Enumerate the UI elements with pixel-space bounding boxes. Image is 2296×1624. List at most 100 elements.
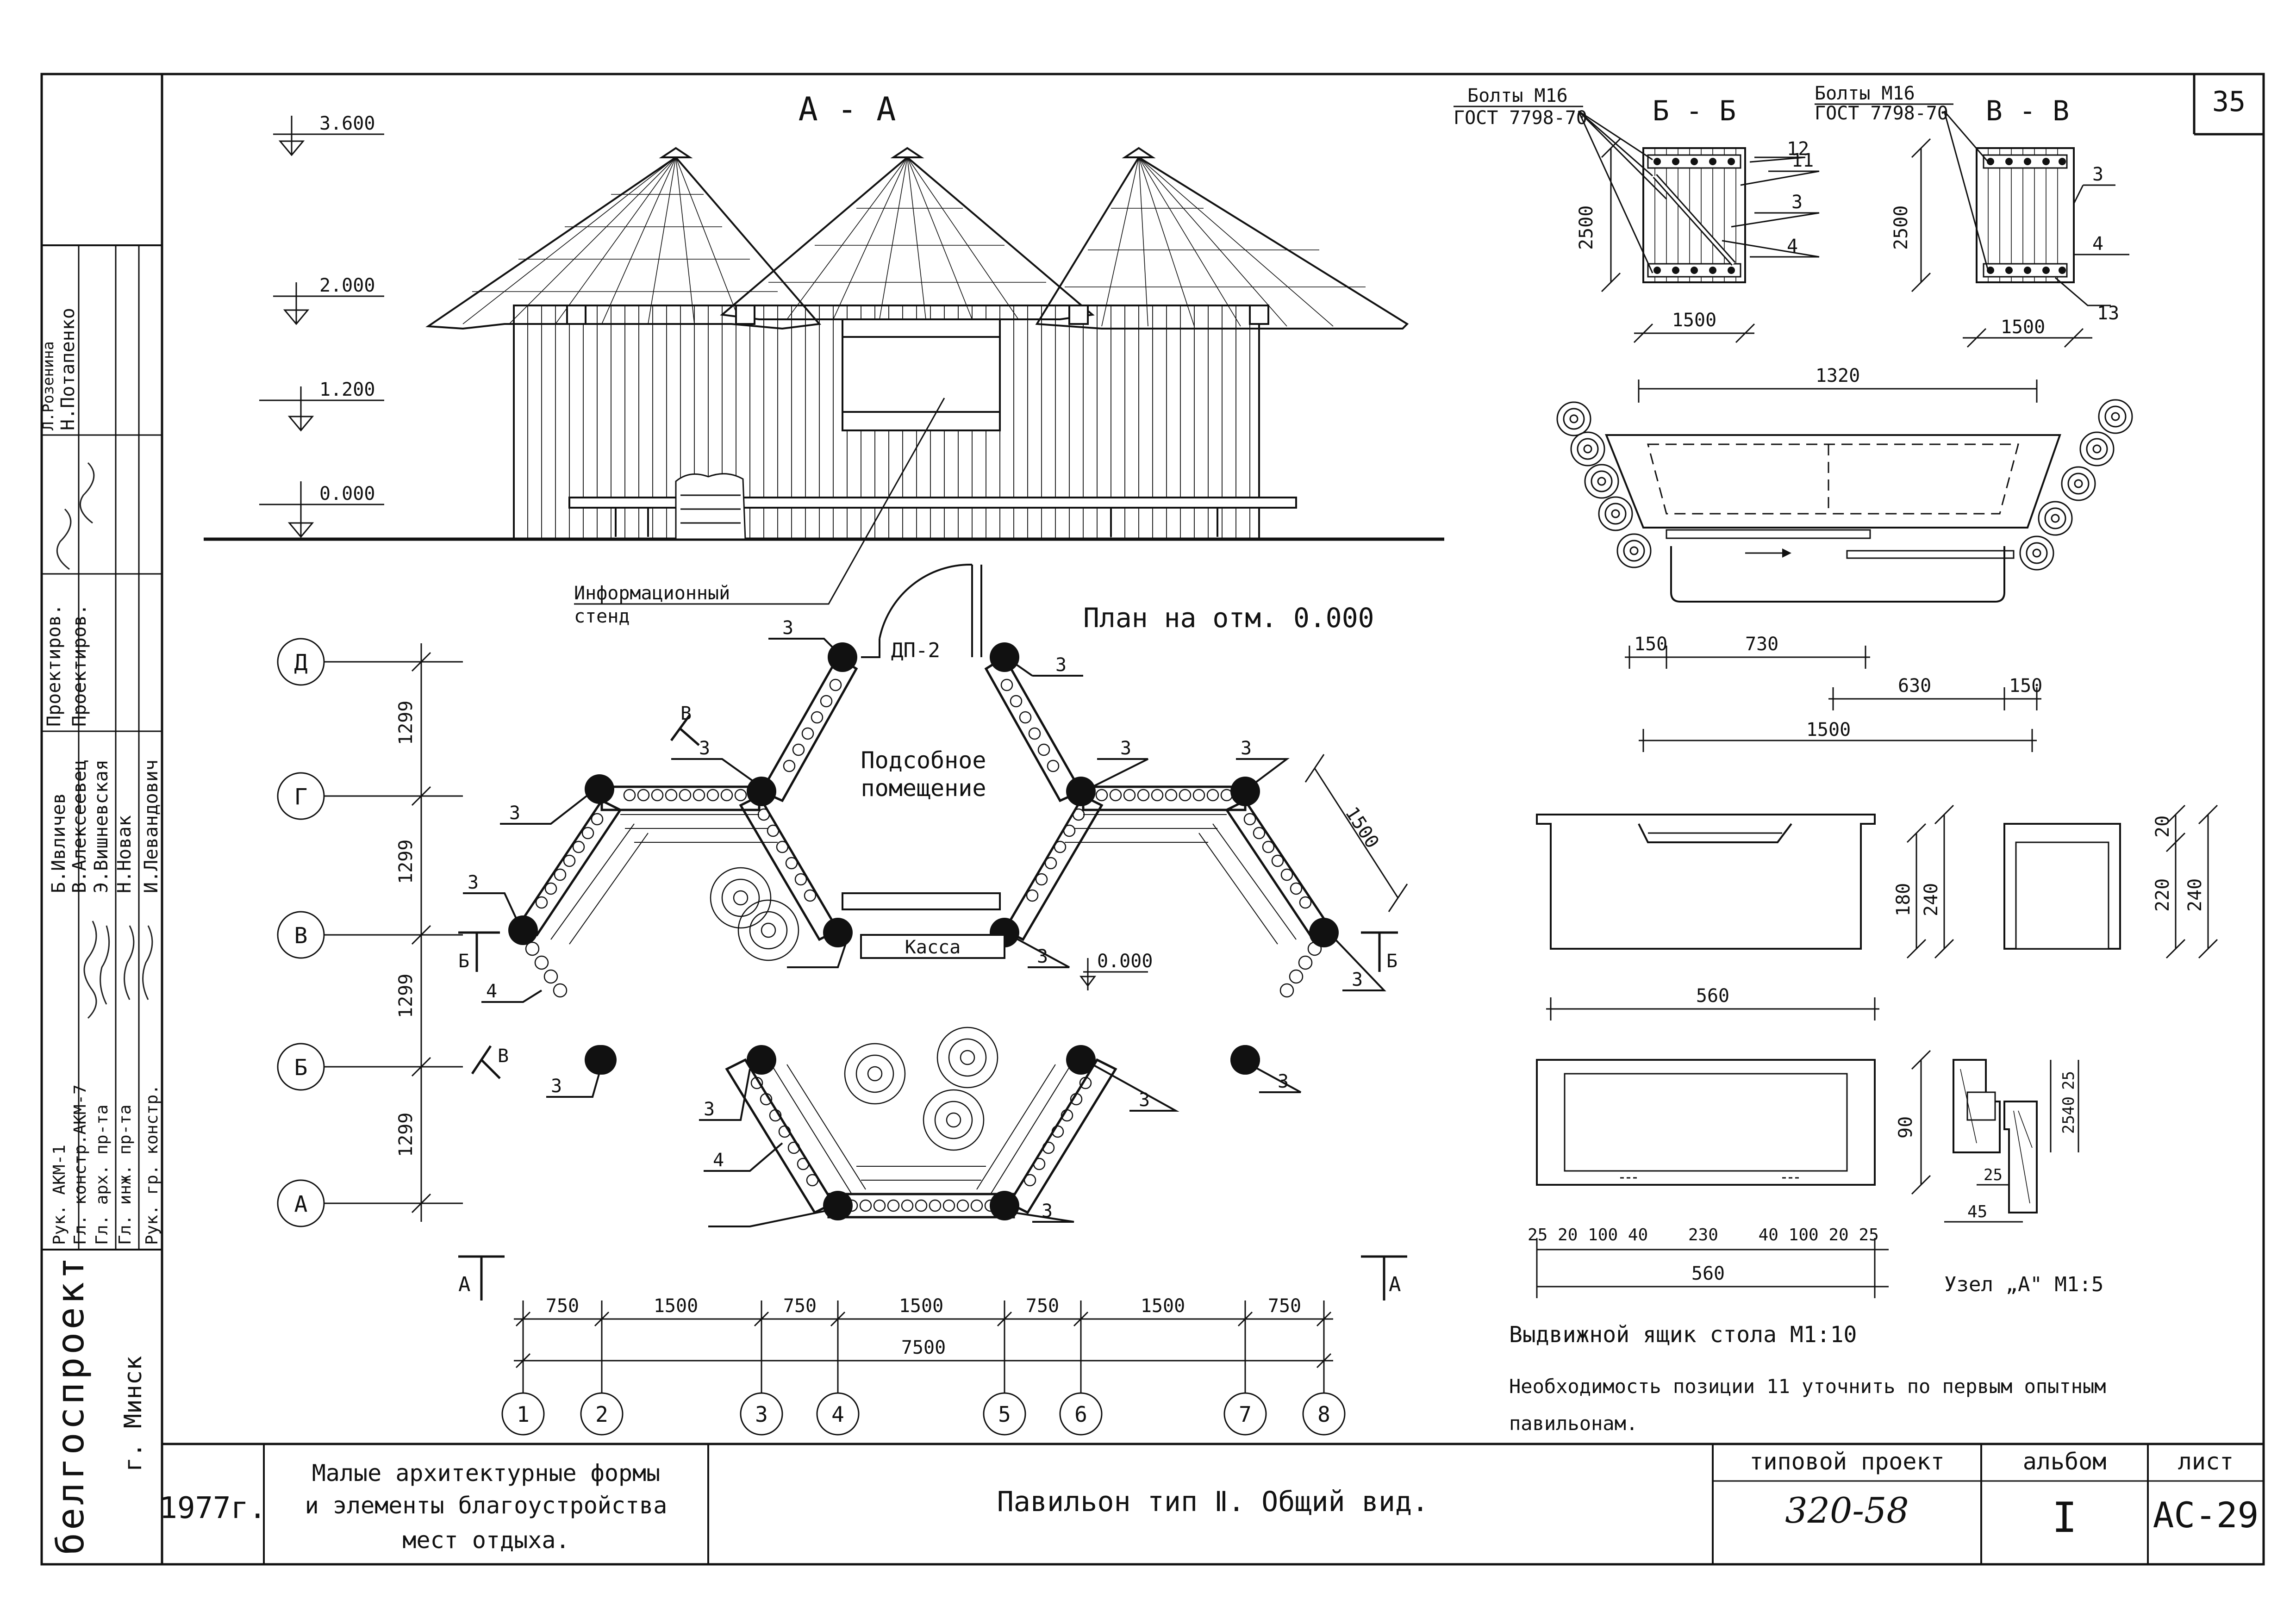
position-labels: 3 3 3 3 3 4 3 3 3 3 3 3 3 3 4 3 bbox=[468, 617, 1363, 1222]
level-marks bbox=[259, 116, 384, 538]
row-dim: 1299 bbox=[395, 840, 417, 884]
bottom-dim: 40 bbox=[1628, 1226, 1648, 1244]
title-series-line1: Малые архитектурные формы bbox=[312, 1460, 661, 1487]
cut-v-bottom: В bbox=[498, 1045, 509, 1067]
plan-row-axes bbox=[277, 638, 463, 1227]
drawer-width: 560 bbox=[1696, 985, 1729, 1007]
plan-posts bbox=[508, 642, 1339, 1220]
album-label: альбом bbox=[2023, 1448, 2107, 1475]
node-dim: 40 bbox=[2059, 1096, 2078, 1115]
bolt-dots-bb bbox=[1653, 158, 1735, 274]
section-vv-pos: 13 bbox=[2097, 303, 2119, 324]
stamp-name: Э.Вишневская bbox=[91, 759, 112, 893]
office-city: г. Минск bbox=[119, 1356, 147, 1472]
bottom-dim: 100 bbox=[1789, 1226, 1819, 1244]
pos-label: 3 bbox=[1278, 1071, 1289, 1092]
bottom-dim: 100 bbox=[1588, 1226, 1618, 1244]
drawer-side bbox=[2003, 804, 2218, 959]
sheet-label: лист bbox=[2178, 1448, 2234, 1475]
section-vv-bolts-1: Болты М16 bbox=[1815, 83, 1915, 104]
level-1200: 1.200 bbox=[319, 379, 375, 400]
stamp-role: Рук. гр. констр. bbox=[143, 1084, 162, 1245]
drawer-plan-h: 90 bbox=[1895, 1116, 1916, 1139]
pos-label: 3 bbox=[699, 738, 710, 759]
col-dim: 1500 bbox=[1141, 1295, 1185, 1317]
axis-col: 2 bbox=[595, 1402, 608, 1427]
bottom-dim: 25 bbox=[1528, 1226, 1547, 1244]
stump-elevation bbox=[675, 473, 746, 540]
cut-b-left: Б bbox=[458, 951, 469, 972]
drawer-plan bbox=[1536, 1050, 1931, 1298]
axis-col: 1 bbox=[517, 1402, 530, 1427]
drawer-caption: Выдвижной ящик стола М1:10 bbox=[1509, 1322, 1857, 1348]
title-series-line2: и элементы благоустройства bbox=[305, 1492, 668, 1519]
drawer-note-1: Необходимость позиции 11 уточнить по пер… bbox=[1509, 1375, 2106, 1398]
section-aa-title: А - А bbox=[799, 90, 896, 128]
plan-level-value: 0.000 bbox=[1097, 951, 1153, 972]
stamp-designer-role: Проектиров. bbox=[69, 604, 90, 727]
stamp-roles: Рук. АКМ-1 Гл. констр.АКМ-7 Гл. арх. пр-… bbox=[39, 308, 162, 1245]
section-vv-width: 1500 bbox=[2001, 317, 2045, 338]
album-value: I bbox=[2052, 1493, 2077, 1542]
pos-label: 3 bbox=[1139, 1089, 1150, 1111]
bolt-dots-vv bbox=[1987, 158, 2066, 274]
signature-marks bbox=[56, 462, 153, 1019]
node-a-detail bbox=[1944, 1059, 2079, 1223]
drawer-note-2: павильонам. bbox=[1509, 1412, 1638, 1435]
stamp-name: Н.Новак bbox=[114, 815, 135, 893]
bottom-dim: 20 bbox=[1828, 1226, 1848, 1244]
cut-marks bbox=[458, 714, 1407, 1300]
stamp-role: Гл. инж. пр-та bbox=[116, 1105, 135, 1245]
row-dim: 1299 bbox=[395, 974, 417, 1018]
diag-dim-value: 1500 bbox=[1341, 803, 1383, 852]
callout-info-stand-1: Информационный bbox=[574, 583, 730, 604]
section-bb-pos: 3 bbox=[1791, 192, 1803, 213]
stamp-name: В.Алексеевец bbox=[69, 759, 90, 893]
bottom-dim: 40 bbox=[1759, 1226, 1778, 1244]
plan-door-label: ДП-2 bbox=[891, 639, 940, 662]
col-dim: 1500 bbox=[654, 1295, 698, 1317]
section-bb-width: 1500 bbox=[1672, 310, 1716, 331]
pos-label: 3 bbox=[782, 617, 793, 639]
stamp-role: Рук. АКМ-1 bbox=[50, 1145, 69, 1245]
table-dim: 150 bbox=[1634, 634, 1667, 655]
project-value: 320-58 bbox=[1785, 1490, 1909, 1531]
callout-info-stand-2: стенд bbox=[574, 606, 630, 627]
section-vv-bolts-2: ГОСТ 7798-70 bbox=[1815, 103, 1948, 124]
stamp-role: Гл. констр.АКМ-7 bbox=[71, 1084, 90, 1245]
stamp-role: Гл. арх. пр-та bbox=[93, 1105, 112, 1245]
node-dim: 45 bbox=[1967, 1202, 1987, 1221]
drawer-bottom-total: 560 bbox=[1691, 1263, 1725, 1284]
sheet-frame bbox=[40, 73, 2265, 1566]
level-3600: 3.600 bbox=[319, 113, 375, 134]
level-2000: 2.000 bbox=[319, 275, 375, 296]
cut-b-right: Б bbox=[1386, 951, 1398, 972]
table-dim: 150 bbox=[2009, 675, 2042, 697]
stamp-name: Б.Ивличев bbox=[48, 793, 69, 893]
office-name: белгоспроект bbox=[49, 1254, 92, 1555]
col-dim: 750 bbox=[783, 1295, 817, 1317]
axis-col: 3 bbox=[755, 1402, 768, 1427]
drawer-side-h2: 240 bbox=[2184, 878, 2206, 912]
table-dim: 730 bbox=[1745, 634, 1778, 655]
title-year: 1977г. bbox=[159, 1491, 266, 1525]
plan-walls bbox=[508, 563, 1339, 1220]
bottom-dim: 20 bbox=[1558, 1226, 1578, 1244]
row-dim: 1299 bbox=[395, 701, 417, 745]
plan-stumps bbox=[710, 867, 998, 1151]
section-bb-bolts-1: Болты М16 bbox=[1467, 85, 1568, 106]
axis-row-g: Г bbox=[294, 784, 308, 810]
plan-room-label-1: Подсобное bbox=[861, 747, 986, 774]
axis-row-d: Д bbox=[294, 650, 308, 676]
sheet-number: 35 bbox=[2212, 86, 2246, 118]
node-dim: 25 bbox=[2059, 1115, 2078, 1134]
table-detail bbox=[1605, 380, 2061, 603]
stamp-name: И.Левандович bbox=[141, 759, 162, 893]
table-dims bbox=[1625, 646, 2041, 752]
pos-label: 4 bbox=[486, 981, 497, 1002]
axis-row-v: В bbox=[294, 923, 308, 949]
axis-col: 7 bbox=[1239, 1402, 1252, 1427]
col-total: 7500 bbox=[901, 1337, 946, 1358]
section-vv-pos: 4 bbox=[2092, 233, 2103, 255]
col-dim: 1500 bbox=[899, 1295, 943, 1317]
